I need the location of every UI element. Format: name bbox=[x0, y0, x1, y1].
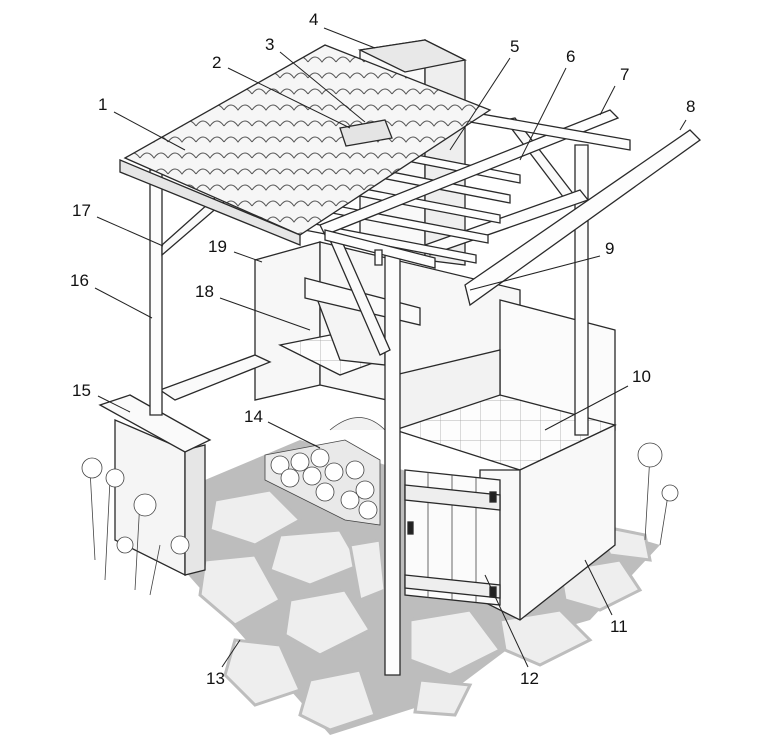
callout-number-16: 16 bbox=[70, 271, 89, 290]
corner-braces bbox=[161, 117, 579, 356]
cabinet-door bbox=[404, 469, 501, 606]
callout-number-19: 19 bbox=[208, 237, 227, 256]
callout-number-1: 1 bbox=[98, 95, 107, 114]
callout-number-7: 7 bbox=[620, 65, 629, 84]
callout-number-10: 10 bbox=[632, 367, 651, 386]
callout-number-5: 5 bbox=[510, 37, 519, 56]
leader-line-7 bbox=[599, 85, 616, 116]
leader-line-10 bbox=[544, 385, 629, 431]
leader-line-2 bbox=[227, 67, 351, 129]
callout-number-2: 2 bbox=[212, 53, 221, 72]
leader-line-15 bbox=[97, 395, 131, 413]
leader-line-1 bbox=[113, 111, 186, 151]
leader-line-19 bbox=[233, 251, 263, 263]
callout-number-18: 18 bbox=[195, 282, 214, 301]
flowers-left bbox=[81, 457, 190, 596]
chimney-flashing bbox=[339, 119, 393, 147]
callout-number-12: 12 bbox=[520, 669, 539, 688]
leader-line-11 bbox=[584, 559, 613, 616]
leader-line-9 bbox=[469, 255, 601, 291]
support-posts bbox=[149, 144, 589, 676]
callout-number-6: 6 bbox=[566, 47, 575, 66]
callout-leaders bbox=[94, 27, 687, 668]
leader-line-8 bbox=[679, 119, 687, 131]
callout-number-15: 15 bbox=[72, 381, 91, 400]
callout-number-8: 8 bbox=[686, 97, 695, 116]
leader-line-3 bbox=[279, 51, 366, 123]
callout-number-17: 17 bbox=[72, 201, 91, 220]
callout-number-3: 3 bbox=[265, 35, 274, 54]
leader-line-13 bbox=[221, 639, 241, 668]
leader-line-14 bbox=[267, 421, 321, 449]
leader-line-5 bbox=[449, 57, 511, 151]
callout-number-4: 4 bbox=[309, 10, 318, 29]
bench-seat bbox=[158, 354, 272, 401]
leader-line-17 bbox=[96, 216, 164, 247]
bench-pillar bbox=[98, 394, 212, 577]
callout-number-11: 11 bbox=[610, 617, 628, 636]
leader-line-18 bbox=[219, 297, 311, 331]
callout-number-9: 9 bbox=[605, 239, 614, 258]
callout-number-13: 13 bbox=[206, 669, 225, 688]
leader-line-6 bbox=[519, 67, 567, 161]
back-wall bbox=[254, 241, 616, 431]
flagstone-paving bbox=[198, 488, 652, 732]
callout-number-14: 14 bbox=[244, 407, 263, 426]
leader-line-12 bbox=[484, 574, 529, 668]
leader-line-16 bbox=[94, 287, 153, 319]
firewood-stack bbox=[264, 417, 386, 526]
leader-line-4 bbox=[323, 27, 376, 49]
flowers-right bbox=[637, 442, 679, 546]
